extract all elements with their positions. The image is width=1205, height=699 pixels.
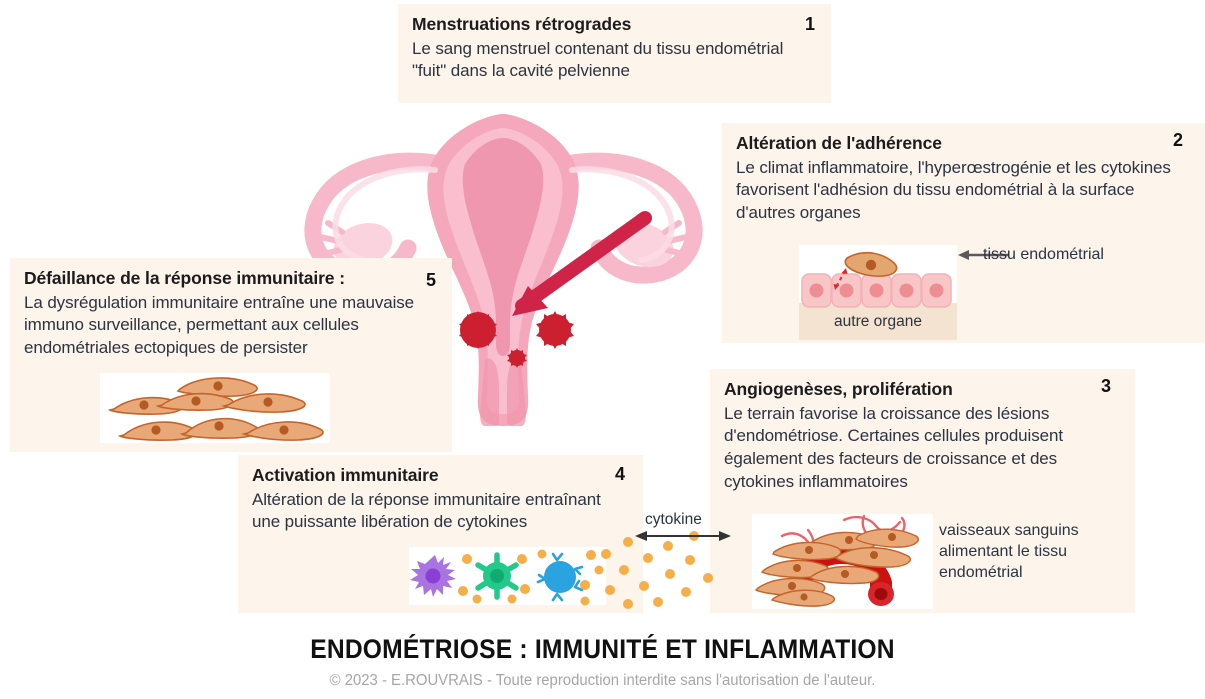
cytokine-dots-field <box>601 531 713 609</box>
step-number-5: 5 <box>425 270 436 290</box>
endometrial-lesion-cluster <box>459 311 574 368</box>
step-body-3: Le terrain favorise la croissance des lé… <box>724 403 1063 491</box>
vaisseaux-sanguins-label: vaisseaux sanguins alimentant le tissu e… <box>939 522 1079 581</box>
step-box-1: 1 Menstruations rétrogrades Le sang mens… <box>398 4 831 103</box>
step-number-3: 3 <box>1100 376 1111 396</box>
uterus-illustration <box>290 108 710 433</box>
step-title-4: Activation immunitaire <box>252 465 439 485</box>
epithelium-cells <box>801 273 952 308</box>
step-number-1: 1 <box>804 14 815 34</box>
step-number-4: 4 <box>614 464 625 484</box>
step-number-2: 2 <box>1172 130 1183 150</box>
step-title-2: Altération de l'adhérence <box>736 133 942 153</box>
dendritic-cell <box>410 555 456 597</box>
step-body-5: La dysrégulation immunitaire entraîne un… <box>24 292 415 358</box>
cell-adhesion-illustration: autre organe <box>799 245 957 340</box>
endometrial-cell <box>844 251 898 277</box>
tissu-endometrial-label: tissu endométrial <box>983 246 1104 263</box>
retrograde-flow-arrow <box>512 211 652 316</box>
step-title-1: Menstruations rétrogrades <box>412 14 632 34</box>
immune-cells-illustration <box>409 547 606 606</box>
step-body-1: Le sang menstruel contenant du tissu end… <box>412 38 784 81</box>
cytokine-dots-inner <box>458 549 604 606</box>
angiogenesis-illustration <box>752 514 933 609</box>
step-box-3: 3 Angiogenèses, prolifération Le terrain… <box>710 369 1135 613</box>
step-title-3: Angiogenèses, prolifération <box>724 379 953 399</box>
tissu-endometrial-callout-arrow <box>958 250 1009 260</box>
step-body-2: Le climat inflammatoire, l'hyperœstrogén… <box>736 157 1171 223</box>
lymphocyte-cell <box>536 552 584 602</box>
step-box-5: 5 Défaillance de la réponse immunitaire … <box>10 258 452 452</box>
step-title-5: Défaillance de la réponse immunitaire : <box>24 268 345 288</box>
adhesion-arrow <box>833 268 848 290</box>
copyright-notice: © 2023 - E.ROUVRAIS - Toute reproduction… <box>329 672 876 689</box>
cytokine-double-arrow <box>635 531 731 541</box>
macrophage-cell <box>475 552 519 600</box>
ectopic-cells-illustration <box>100 373 330 443</box>
cytokine-arrow-label: cytokine <box>645 511 702 528</box>
page-title: ENDOMÉTRIOSE : IMMUNITÉ ET INFLAMMATION <box>310 634 895 664</box>
step-body-4: Altération de la réponse immunitaire ent… <box>252 489 601 532</box>
endometrial-cell-cluster <box>754 528 919 607</box>
organ-label: autre organe <box>834 313 922 330</box>
step-box-2: 2 Altération de l'adhérence Le climat in… <box>722 123 1205 343</box>
